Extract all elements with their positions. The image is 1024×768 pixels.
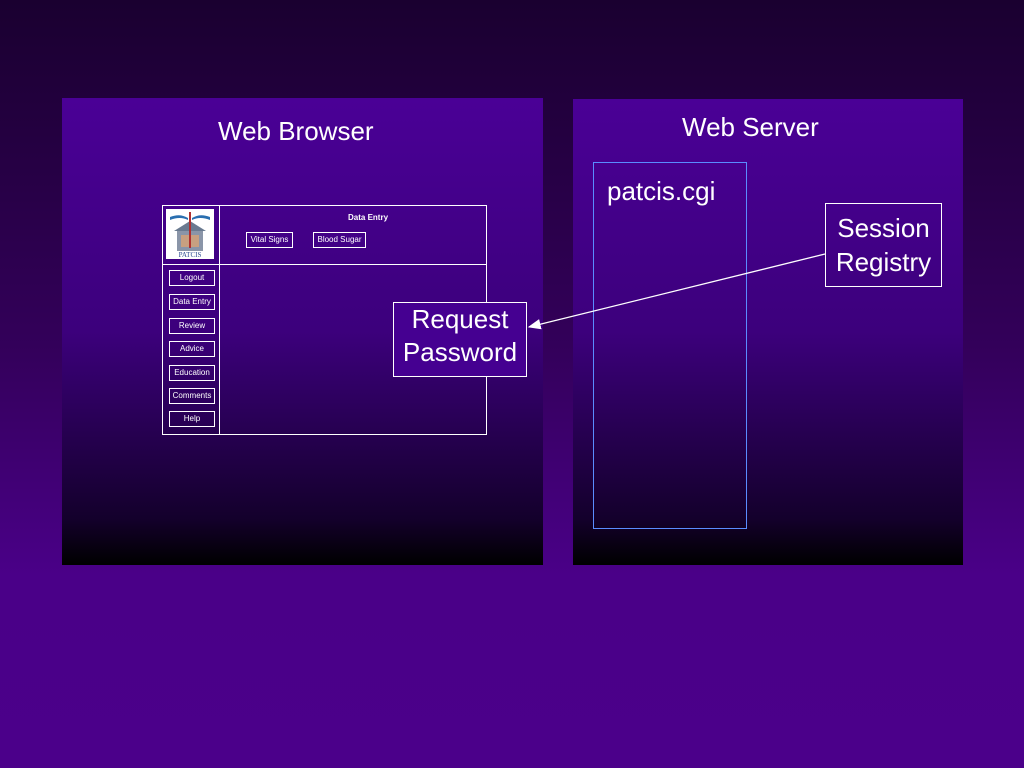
session-registry-line-1: Session xyxy=(837,213,930,243)
patcis-cgi-box xyxy=(593,162,747,529)
nav-review-button[interactable]: Review xyxy=(169,318,215,334)
nav-data-entry-button[interactable]: Data Entry xyxy=(169,294,215,310)
nav-education-button[interactable]: Education xyxy=(169,365,215,381)
nav-advice-button[interactable]: Advice xyxy=(169,341,215,357)
request-password-box: Request Password xyxy=(393,302,527,377)
web-server-title: Web Server xyxy=(682,112,819,142)
web-browser-title: Web Browser xyxy=(218,116,374,146)
nav-comments-button[interactable]: Comments xyxy=(169,388,215,404)
patcis-logo-icon: PATCIS xyxy=(166,209,214,259)
tab-blood-sugar[interactable]: Blood Sugar xyxy=(313,232,366,248)
session-registry-line-2: Registry xyxy=(835,247,932,277)
app-header-title: Data Entry xyxy=(348,213,389,222)
patcis-cgi-label: patcis.cgi xyxy=(607,176,716,206)
session-registry-box: Session Registry xyxy=(825,203,942,287)
request-password-line-2: Password xyxy=(402,337,518,367)
svg-text:PATCIS: PATCIS xyxy=(179,251,202,259)
web-server-panel xyxy=(573,99,963,565)
nav-help-button[interactable]: Help xyxy=(169,411,215,427)
request-password-line-1: Request xyxy=(411,304,509,334)
nav-logout-button[interactable]: Logout xyxy=(169,270,215,286)
tab-vital-signs[interactable]: Vital Signs xyxy=(246,232,293,248)
